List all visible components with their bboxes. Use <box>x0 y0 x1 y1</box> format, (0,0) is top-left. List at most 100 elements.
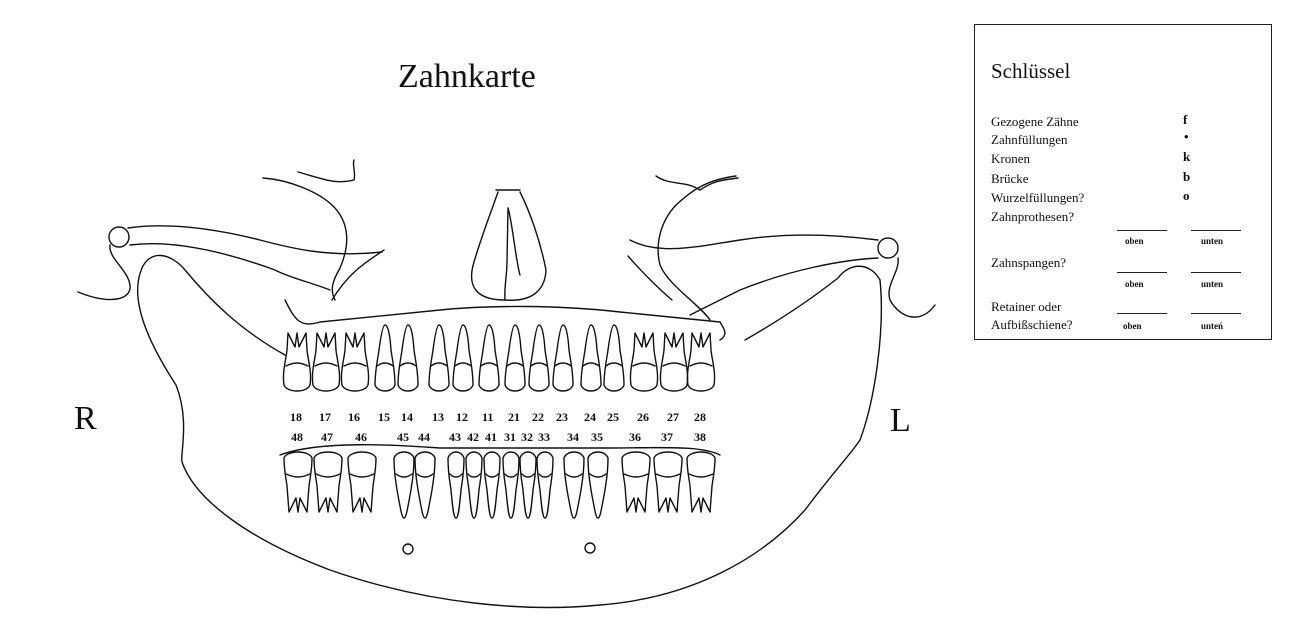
tooth-22-outline <box>529 325 549 391</box>
tooth-47 <box>314 452 342 512</box>
tooth-28-outline <box>687 333 714 391</box>
tooth-number-17: 17 <box>319 410 331 425</box>
lower-teeth <box>284 452 715 518</box>
tooth-42-crown-line <box>468 474 480 477</box>
braces-lower-blank <box>1191 272 1241 273</box>
right-side-label: R <box>74 400 97 438</box>
tooth-24-outline <box>581 325 601 391</box>
tooth-number-33: 33 <box>538 430 550 445</box>
tooth-number-25: 25 <box>607 410 619 425</box>
tooth-number-34: 34 <box>567 430 579 445</box>
tooth-45 <box>394 452 414 518</box>
tooth-24 <box>581 325 601 391</box>
tooth-36 <box>622 452 650 512</box>
tooth-35-crown-line <box>590 474 606 477</box>
tooth-34-crown-line <box>566 474 582 477</box>
tooth-25-outline <box>604 325 624 391</box>
tooth-11-outline <box>479 325 499 391</box>
braces-upper-blank <box>1117 272 1167 273</box>
key-label-fillings: Zahnfüllungen <box>991 132 1068 147</box>
retainer-upper-word: oben <box>1123 321 1142 331</box>
tooth-17 <box>312 333 339 391</box>
key-symbol-root-fillings: o <box>1183 188 1190 204</box>
tooth-12-crown-line <box>455 363 471 366</box>
key-label-crowns: Kronen <box>991 151 1030 166</box>
key-symbol-crowns: k <box>1183 149 1190 165</box>
key-box: Schlüssel Gezogene Zähne f Zahnfüllungen… <box>974 24 1272 340</box>
tooth-number-24: 24 <box>584 410 596 425</box>
tooth-number-11: 11 <box>482 410 493 425</box>
tooth-35 <box>588 452 608 518</box>
tooth-41-crown-line <box>486 474 498 477</box>
tooth-number-26: 26 <box>637 410 649 425</box>
tooth-44-outline <box>415 452 435 518</box>
tooth-32 <box>520 452 536 518</box>
ear-line-left <box>889 258 935 317</box>
tooth-13 <box>429 325 449 391</box>
tooth-21-outline <box>505 325 525 391</box>
retainer-upper-blank <box>1117 313 1167 314</box>
tooth-31-outline <box>503 452 519 518</box>
tooth-number-43: 43 <box>449 430 461 445</box>
tooth-14 <box>398 325 418 391</box>
tooth-number-14: 14 <box>401 410 413 425</box>
tooth-number-42: 42 <box>467 430 479 445</box>
prosthesis-upper-word: oben <box>1125 236 1144 246</box>
ramus-left <box>745 266 880 340</box>
zygoma-left-lower <box>690 258 878 315</box>
tooth-46-crown-line <box>350 474 374 477</box>
key-label-braces: Zahnspangen? <box>991 255 1066 270</box>
tooth-43 <box>448 452 464 518</box>
ramus-right <box>142 255 285 355</box>
tooth-34-outline <box>564 452 584 518</box>
tooth-28 <box>687 333 714 391</box>
tooth-15-outline <box>375 325 395 391</box>
tooth-11 <box>479 325 499 391</box>
tooth-37-outline <box>654 452 682 512</box>
diagram-title: Zahnkarte <box>398 58 536 96</box>
key-label-retainer-2: Aufbißschiene? <box>991 317 1073 332</box>
tooth-45-crown-line <box>396 474 412 477</box>
tooth-16-crown-line <box>344 363 366 366</box>
key-label-extracted: Gezogene Zähne <box>991 114 1079 129</box>
tooth-14-outline <box>398 325 418 391</box>
zygoma-right <box>128 226 382 254</box>
tooth-17-outline <box>312 333 339 391</box>
lower-alveolar <box>280 445 720 455</box>
tooth-22-crown-line <box>531 363 547 366</box>
tooth-27-crown-line <box>663 363 685 366</box>
prosthesis-lower-word: unten <box>1201 236 1223 246</box>
condyle-right <box>109 227 129 247</box>
tooth-42 <box>466 452 482 518</box>
tooth-43-crown-line <box>450 474 462 477</box>
tooth-41-outline <box>484 452 500 518</box>
key-label-root-fillings: Wurzelfüllungen? <box>991 190 1084 205</box>
tooth-18 <box>283 333 310 391</box>
tooth-27 <box>660 333 687 391</box>
tooth-15 <box>375 325 395 391</box>
tooth-38-crown-line <box>689 474 713 477</box>
prosthesis-upper-blank <box>1117 230 1167 231</box>
tooth-43-outline <box>448 452 464 518</box>
orbit-right-top <box>298 160 355 182</box>
mental-foramen-left <box>585 543 595 553</box>
left-side-label: L <box>890 402 911 440</box>
tooth-number-23: 23 <box>556 410 568 425</box>
tooth-number-18: 18 <box>290 410 302 425</box>
tooth-34 <box>564 452 584 518</box>
prosthesis-lower-blank <box>1191 230 1241 231</box>
tooth-12 <box>453 325 473 391</box>
tooth-31 <box>503 452 519 518</box>
tooth-38 <box>687 452 715 512</box>
tooth-46-outline <box>348 452 376 512</box>
tooth-number-46: 46 <box>355 430 367 445</box>
key-label-retainer-1: Retainer oder <box>991 299 1061 314</box>
upper-alveolar <box>285 300 725 340</box>
key-symbol-bridge: b <box>1183 169 1190 185</box>
zygoma-right-lower <box>130 244 330 290</box>
tooth-13-crown-line <box>431 363 447 366</box>
tooth-44 <box>415 452 435 518</box>
tooth-number-32: 32 <box>521 430 533 445</box>
tooth-number-12: 12 <box>456 410 468 425</box>
tooth-33-crown-line <box>539 474 551 477</box>
